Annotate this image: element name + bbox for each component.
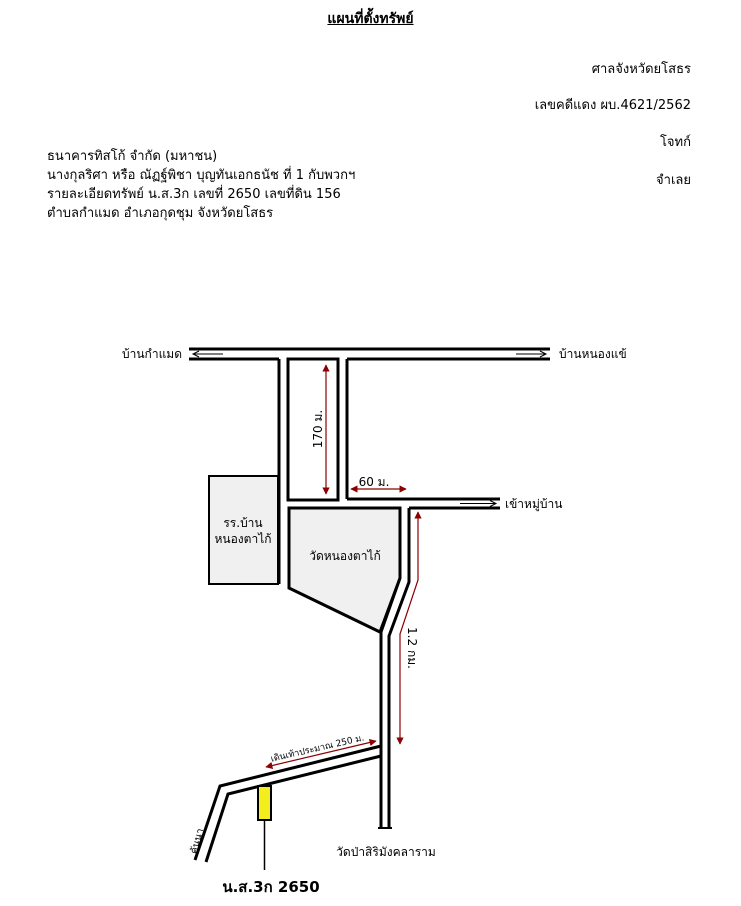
- dim-170-label: 170 ม.: [311, 410, 325, 448]
- plaintiff-name: ธนาคารทิสโก้ จำกัด (มหาชน): [47, 149, 218, 164]
- dim-1-2-line: [396, 511, 422, 745]
- label-khan-na: คันนา: [189, 827, 207, 855]
- court-name: ศาลจังหวัดยโสธร: [591, 62, 691, 77]
- defendant-label: จำเลย: [656, 173, 691, 188]
- label-ban-nong-khae: บ้านหนองแข้: [559, 347, 627, 361]
- main-road: [189, 347, 550, 361]
- property-detail: รายละเอียดทรัพย์ น.ส.3ก เลขที่ 2650 เลขท…: [47, 187, 341, 202]
- school-label-2: หนองตาไก้: [214, 532, 271, 546]
- plaintiff-label: โจทก์: [659, 135, 691, 150]
- school-label-1: รร.บ้าน: [223, 516, 262, 530]
- temple-grounds: [287, 506, 402, 635]
- label-to-village: เข้าหมู่บ้าน: [505, 497, 562, 512]
- dim-walk-label: เดินเท้าประมาณ 250 ม.: [270, 732, 366, 764]
- dim-walk-line: [265, 738, 377, 770]
- property-location: ตำบลกำแมด อำเภอกุดชุม จังหวัดยโสธร: [47, 206, 274, 221]
- case-number: เลขคดีแดง ผบ.4621/2562: [534, 98, 691, 113]
- school-building: [208, 475, 279, 585]
- dim-1-2-label: 1.2 กม.: [405, 627, 419, 669]
- parcel-marker: [257, 785, 272, 821]
- dimension-lines: [265, 364, 422, 770]
- center-block: [286, 357, 340, 502]
- road-end-arrows: [191, 350, 548, 358]
- page-title: แผนที่ตั้งทรัพย์: [327, 11, 414, 27]
- label-wat-pa: วัดป่าสิริมังคลาราม: [336, 845, 436, 859]
- label-ban-kammaet: บ้านกำแมด: [122, 347, 182, 361]
- parcel-label: น.ส.3ก 2650: [222, 878, 319, 896]
- dim-60-label: 60 ม.: [359, 475, 390, 489]
- temple-label: วัดหนองตาไก้: [309, 549, 381, 563]
- village-road-arrow: [460, 500, 498, 507]
- defendant-name: นางกุลริศา หรือ ณัฏฐ์พิชา บุญทันเอกธนัช …: [47, 168, 356, 183]
